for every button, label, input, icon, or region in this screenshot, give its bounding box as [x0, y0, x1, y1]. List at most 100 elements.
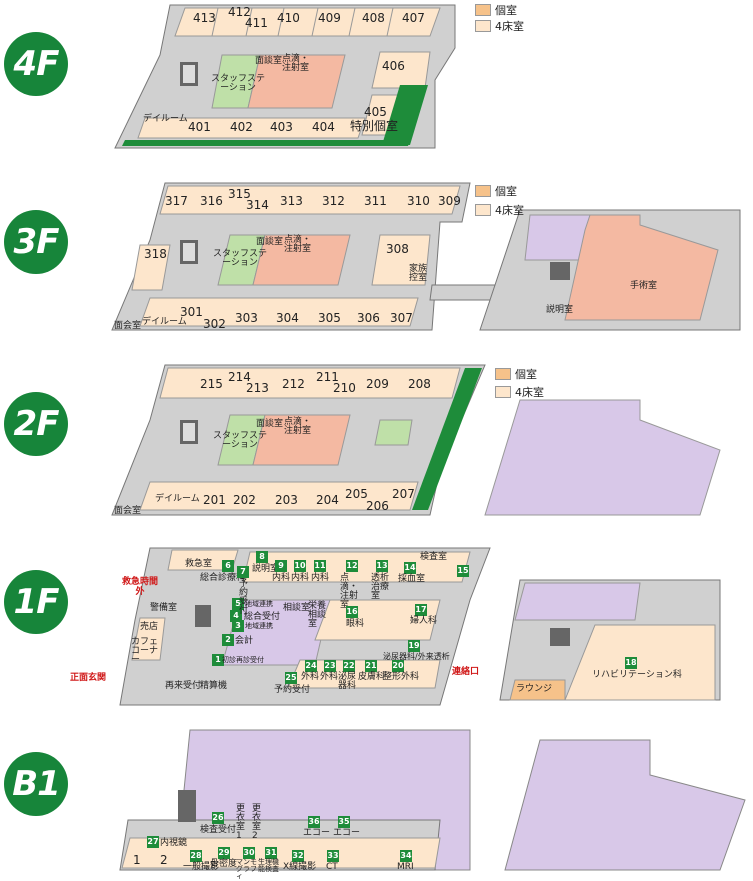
room-401: 401 — [188, 120, 211, 134]
revisit-reception: 再来受付 — [165, 681, 202, 691]
b1-26-label: 検査受付 — [200, 825, 237, 835]
drip-room-4f: 点滴・注射室 — [282, 54, 310, 73]
floor-2f — [111, 364, 721, 516]
consult-room-3f: 面談室 — [256, 237, 284, 247]
dept-11-badge: 11 — [314, 560, 326, 572]
b1-27-badge: 27 — [147, 836, 159, 848]
room-314: 314 — [246, 198, 269, 212]
room-201: 201 — [203, 493, 226, 507]
room-202: 202 — [233, 493, 256, 507]
dayroom-4f: デイルーム — [143, 114, 188, 124]
dept-18-badge: 18 — [625, 657, 637, 669]
room-204: 204 — [316, 493, 339, 507]
room-303: 303 — [235, 311, 258, 325]
drip-room-2f: 点滴・注射室 — [284, 417, 312, 436]
dept-25-badge: 25 — [285, 672, 297, 684]
b1-32-badge: 32 — [292, 850, 304, 862]
dept-24-label: 外科 — [301, 672, 320, 682]
dept-3-badge: 3 — [232, 620, 244, 632]
main-entrance: 正面玄関 — [70, 673, 107, 683]
guard-room: 警備室 — [150, 603, 178, 613]
b1-31-label: 生理機能検査 — [258, 858, 279, 873]
lounge: ラウンジ — [516, 684, 553, 694]
counsel-room: 相談室 — [283, 603, 311, 613]
checkup-room: 検査室 — [420, 552, 448, 562]
room-405: 405 — [364, 105, 387, 119]
dept-24-badge: 24 — [305, 660, 317, 672]
drip-room-3f: 点滴・注射室 — [284, 235, 312, 254]
dept-6-badge: 6 — [222, 560, 234, 572]
visit-room-2f: 面会室 — [114, 506, 142, 516]
room-411: 411 — [245, 16, 268, 30]
dept-20-badge: 20 — [392, 660, 404, 672]
room-211: 211 — [316, 370, 339, 384]
room-413: 413 — [193, 11, 216, 25]
dept-1-label: 初診再診受付 — [222, 656, 264, 664]
special-room: 特別個室 — [350, 119, 399, 133]
family-room-3f: 家族控室 — [409, 264, 428, 283]
dept-5-badge: 5 — [232, 598, 244, 610]
dept-21-label: 皮膚科 — [358, 672, 386, 682]
dept-5-label: 地域連携 — [245, 600, 273, 608]
b1-room-2: 2 — [160, 853, 168, 867]
room-305: 305 — [318, 311, 341, 325]
room-312: 312 — [322, 194, 345, 208]
room-209: 209 — [366, 377, 389, 391]
dept-8-label: 説明室 — [252, 564, 280, 574]
b1-35-label: エコー — [333, 828, 361, 838]
floor-badge-2f: 2F — [4, 392, 68, 456]
b1-27-label: 内視鏡 — [160, 838, 188, 848]
legend-quad-3f: 4床室 — [475, 202, 524, 218]
visit-room-3f: 面会室 — [114, 321, 142, 331]
dept-20-label: 整形外科 — [383, 672, 420, 682]
payment-machine: 精算機 — [200, 681, 228, 691]
legend-private-4f: 個室 — [475, 2, 517, 18]
room-306: 306 — [357, 311, 380, 325]
room-309: 309 — [438, 194, 461, 208]
room-410: 410 — [277, 11, 300, 25]
dept-10-badge: 10 — [294, 560, 306, 572]
dept-16-badge: 16 — [346, 606, 358, 618]
dept-19-label: 泌尿器科/外来透析 — [383, 652, 450, 661]
b1-changing-2: 更衣室2 — [252, 804, 262, 841]
room-208: 208 — [408, 377, 431, 391]
dept-2-label: 会計 — [235, 636, 254, 646]
surgery-room: 手術室 — [630, 281, 658, 291]
room-210: 210 — [333, 381, 356, 395]
b1-changing-1: 更衣室1 — [236, 804, 246, 841]
nutrition-room: 栄養相談室 — [308, 601, 327, 629]
dept-4-badge: 4 — [230, 610, 242, 622]
legend-quad-2f: 4床室 — [495, 384, 544, 400]
room-307: 307 — [390, 311, 413, 325]
legend-private-2f: 個室 — [495, 366, 537, 382]
dept-22-label: 泌尿器科 — [338, 672, 357, 691]
cafe-corner: カフェコーナー — [131, 637, 159, 665]
dayroom-2f: デイルーム — [155, 494, 200, 504]
room-203: 203 — [275, 493, 298, 507]
room-316: 316 — [200, 194, 223, 208]
legend-quad-4f: 4床室 — [475, 18, 524, 34]
b1-34-badge: 34 — [400, 850, 412, 862]
b1-room-1: 1 — [133, 853, 141, 867]
dept-7-label: 予約受付 — [239, 579, 249, 616]
room-402: 402 — [230, 120, 253, 134]
staff-station-4f: スタッフステーション — [210, 74, 265, 93]
room-205: 205 — [345, 487, 368, 501]
room-403: 403 — [270, 120, 293, 134]
emergency-after-hours: 救急時間外 — [121, 577, 158, 598]
room-406: 406 — [382, 59, 405, 73]
dept-4-label: 総合受付 — [244, 612, 281, 622]
b1-26-badge: 26 — [212, 812, 224, 824]
dept-17-badge: 17 — [415, 604, 427, 616]
dept-9-badge: 9 — [275, 560, 287, 572]
dept-21-badge: 21 — [365, 660, 377, 672]
dayroom-3f: デイルーム — [142, 317, 187, 327]
dept-10-label: 内科 — [291, 573, 310, 583]
floor-badge-3f: 3F — [4, 210, 68, 274]
dept-23-badge: 23 — [324, 660, 336, 672]
room-214: 214 — [228, 370, 251, 384]
room-304: 304 — [276, 311, 299, 325]
b1-30-badge: 30 — [243, 847, 255, 859]
b1-29-badge: 29 — [218, 847, 230, 859]
b1-36-label: エコー — [303, 828, 331, 838]
